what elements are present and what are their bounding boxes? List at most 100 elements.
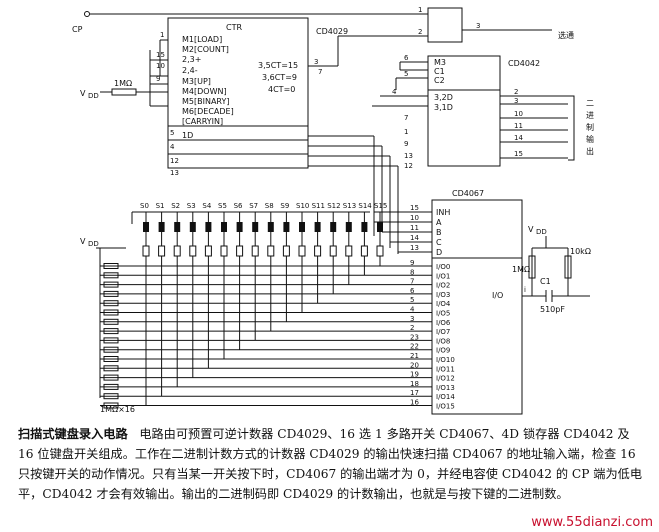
pulldown-res-5 (103, 309, 119, 316)
gate-pin-3: 3 (476, 22, 480, 30)
io-label-3: I/O3 (436, 291, 450, 299)
key-switch-1 (158, 222, 165, 232)
vdd3-label: V (80, 237, 86, 246)
io-label-11: I/O11 (436, 365, 455, 373)
cd4067-in-3: C (436, 238, 442, 247)
cd4067-pin-in-1: 10 (410, 214, 419, 222)
io-lines (100, 262, 432, 409)
pulldown-res-1 (103, 272, 119, 279)
ctr-input-0: M1[LOAD] (182, 35, 222, 44)
pullup-res-8 (267, 245, 275, 257)
watermark: www.55dianzi.com (531, 515, 653, 530)
cd4067-block (431, 199, 523, 415)
cd4042-in-1: C1 (434, 67, 445, 76)
cd4067-in-1: A (436, 218, 442, 227)
cd4067-out-label: I/O (492, 291, 503, 300)
io-pin-5: 4 (410, 306, 415, 314)
ctr-input-1: M2[COUNT] (182, 45, 229, 54)
ctr-pin-3: 9 (156, 75, 160, 83)
io-pin-2: 7 (410, 278, 414, 286)
ctr-pin-2: 10 (156, 62, 165, 70)
pullup-res-10 (298, 245, 306, 257)
key-switch-9 (283, 222, 290, 232)
key-switch-3 (189, 222, 196, 232)
pullup-res-0 (142, 245, 150, 257)
ctr-pin-9: 7 (318, 68, 322, 76)
ctr-pin-5: 4 (170, 143, 175, 151)
io-label-12: I/O12 (436, 375, 455, 383)
ctr-output-2: 4CT=0 (268, 85, 295, 94)
key-switch-15 (377, 222, 383, 232)
switch-label-9: S9 (280, 202, 289, 210)
switch-label-6: S6 (234, 202, 243, 210)
ctr-output-1: 3,6CT=9 (262, 73, 297, 82)
circuit-diagram: CP CTR CD4029 M1[LOAD] M2[COUNT] 2,3+ 2,… (72, 6, 594, 415)
strobe-label: 选通 (558, 30, 574, 40)
io-pin-4: 5 (410, 296, 414, 304)
pulldown-res-2 (103, 281, 119, 288)
cd4067-pin-in-0: 15 (410, 204, 419, 212)
or-gate (427, 7, 463, 43)
key-switch-10 (299, 222, 305, 232)
io-pin-9: 22 (410, 343, 419, 351)
ctr-input-5: M4[DOWN] (182, 87, 227, 96)
io-label-1: I/O1 (436, 272, 450, 280)
pulldown-res-14 (103, 393, 119, 400)
switch-label-5: S5 (218, 202, 227, 210)
cd4042-in-0: M3 (434, 58, 446, 67)
pulldown-res-13 (103, 383, 119, 390)
cd4067-pin-in-4: 13 (410, 244, 419, 252)
pulldown-res-8 (103, 337, 119, 344)
ctr-input-3: 2,4- (182, 66, 198, 75)
cd4042-pin-0: 6 (404, 54, 409, 62)
switch-label-12: S12 (327, 202, 340, 210)
pulldown-res-12 (103, 374, 119, 381)
vdd3-sub: DD (88, 240, 99, 248)
cd4042-in-3: 3,2D (434, 93, 453, 102)
io-label-5: I/O5 (436, 310, 450, 318)
pullup-res-5 (220, 245, 228, 257)
io-pin-3: 6 (410, 287, 415, 295)
pulldown-res-11 (103, 365, 119, 372)
res-1m-label: 1MΩ (114, 79, 132, 88)
circuit-schematic: CP CTR CD4029 M1[LOAD] M2[COUNT] 2,3+ 2,… (72, 6, 594, 415)
ctr-input-4: M3[UP] (182, 77, 211, 86)
pulldown-res-9 (103, 346, 119, 353)
switch-label-0: S0 (140, 202, 149, 210)
cd4042-pin-2: 4 (392, 88, 397, 96)
key-switch-4 (205, 222, 212, 232)
pullup-res-3 (189, 245, 197, 257)
cd4042-block (427, 55, 501, 167)
cp-label: CP (72, 25, 83, 34)
cd4042-pin-13: 12 (404, 162, 413, 170)
cd4042-pin-5: 3 (514, 97, 518, 105)
key-switch-12 (330, 222, 337, 232)
key-switch-2 (174, 222, 181, 232)
ctr-input-7: M6[DECADE] (182, 107, 234, 116)
bin-out-2: 制 (586, 122, 594, 132)
key-switch-0 (143, 222, 149, 232)
io-label-4: I/O4 (436, 300, 451, 308)
io-label-9: I/O9 (436, 347, 450, 355)
res-array-label: 1MΩ×16 (100, 405, 135, 414)
gate-pin-2: 2 (418, 28, 422, 36)
pullup-res-13 (345, 245, 353, 257)
pulldown-res-7 (103, 328, 119, 335)
ctr-pin-6: 12 (170, 157, 179, 165)
key-switch-14 (361, 222, 368, 232)
io-label-8: I/O8 (436, 337, 450, 345)
switch-label-8: S8 (265, 202, 274, 210)
cd4067-name: CD4067 (452, 189, 484, 198)
bin-out-0: 二 (586, 99, 594, 108)
vdd2-label: V (528, 225, 534, 234)
io-label-7: I/O7 (436, 328, 450, 336)
pulldown-res-3 (103, 290, 119, 297)
ctr-pin-7: 13 (170, 169, 179, 177)
pulldown-res-10 (103, 356, 119, 362)
cd4029-title: CD4029 (316, 27, 348, 36)
ctr-input-2: 2,3+ (182, 55, 201, 64)
cd4042-name: CD4042 (508, 59, 540, 68)
io-label-0: I/O0 (436, 263, 450, 271)
ctr-pin-4: 5 (170, 129, 174, 137)
